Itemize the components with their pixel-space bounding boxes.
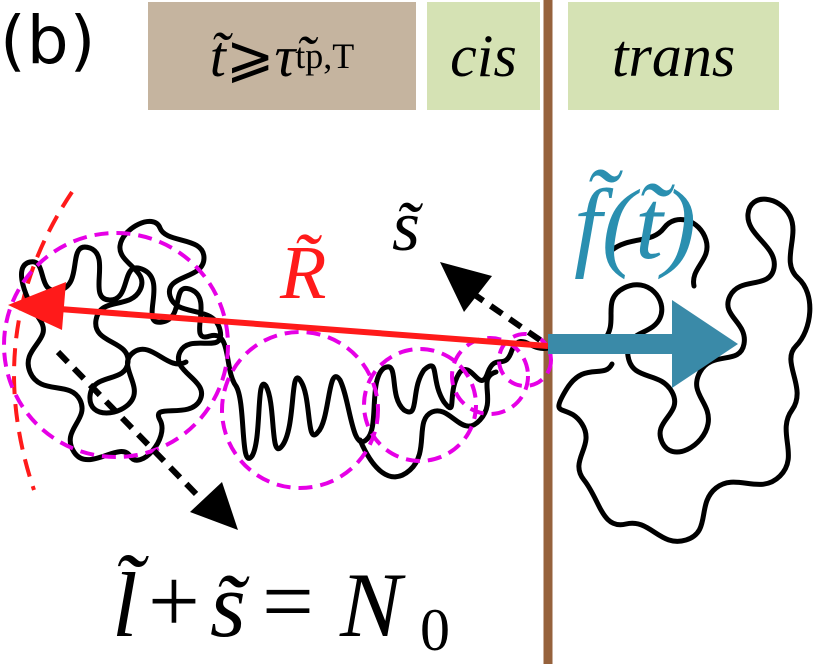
- cis-label-box: cis: [427, 2, 540, 110]
- time-symbol: t̃: [209, 23, 226, 89]
- cis-polymer-chain: [18, 219, 551, 480]
- l-arrow: [55, 349, 203, 501]
- blob-circle-4: [450, 336, 530, 416]
- N-symbol: N: [339, 554, 406, 656]
- equals-sign: =: [262, 550, 314, 652]
- blob-circle-5: [497, 332, 553, 388]
- R-arrowhead: [8, 282, 66, 330]
- constraint-equation: l̃ + s̃ = N 0: [112, 550, 450, 663]
- relation-symbol: ⩾: [225, 24, 275, 89]
- R-label: R̃: [279, 231, 326, 315]
- blob-circle-1: [2, 231, 230, 459]
- tau-symbol: τ̃: [274, 23, 296, 89]
- s-arrowhead: [440, 262, 492, 312]
- force-arrow-shaft: [548, 334, 678, 354]
- s-symbol: s̃: [210, 554, 250, 656]
- tension-front-arc: [12, 190, 74, 491]
- blob-circle-3: [362, 347, 478, 463]
- trans-label: trans: [611, 22, 736, 89]
- blob-circle-2: [220, 330, 380, 490]
- cis-label: cis: [450, 22, 517, 89]
- R-arrow: [19, 303, 549, 349]
- panel-label: (b): [0, 2, 97, 79]
- force-label: f̃(t̃): [574, 169, 696, 280]
- l-arrowhead: [190, 482, 238, 530]
- trans-label-box: trans: [568, 2, 779, 110]
- plus-sign: +: [148, 550, 200, 652]
- N-subscript: 0: [420, 597, 450, 663]
- force-arrowhead: [672, 300, 738, 388]
- trans-polymer-chain: [549, 196, 813, 544]
- time-condition-box: t̃ ⩾ τ̃ tp,T: [148, 2, 416, 110]
- s-label: s̃: [392, 186, 423, 266]
- tau-subscript: tp,T: [295, 36, 355, 76]
- blob-circles: [2, 231, 553, 490]
- l-symbol: l̃: [112, 554, 149, 656]
